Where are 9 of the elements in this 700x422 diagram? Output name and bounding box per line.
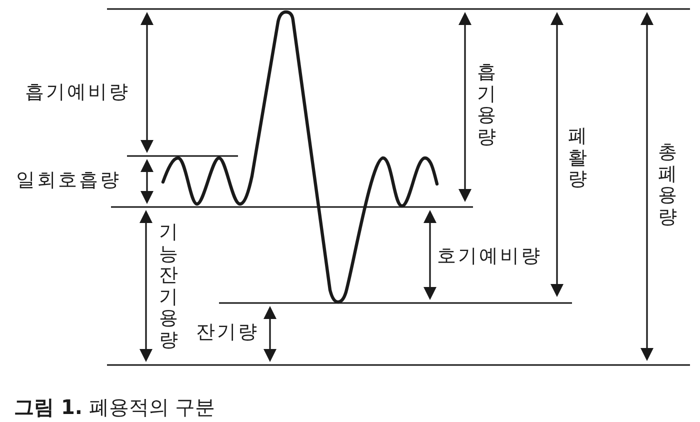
volume-label: 기능잔기용량 <box>158 222 179 351</box>
volume-label: 일회호흡량 <box>16 170 121 191</box>
volume-label: 흡기용량 <box>476 62 497 148</box>
figure-caption: 그림 1. 폐용적의 구분 <box>14 396 216 418</box>
volume-label: 흡기예비량 <box>25 82 130 103</box>
volume-label: 호기예비량 <box>437 246 542 267</box>
volume-label: 총폐용량 <box>657 142 678 228</box>
volume-label: 폐활량 <box>567 126 588 190</box>
volume-label: 잔기량 <box>196 322 259 343</box>
